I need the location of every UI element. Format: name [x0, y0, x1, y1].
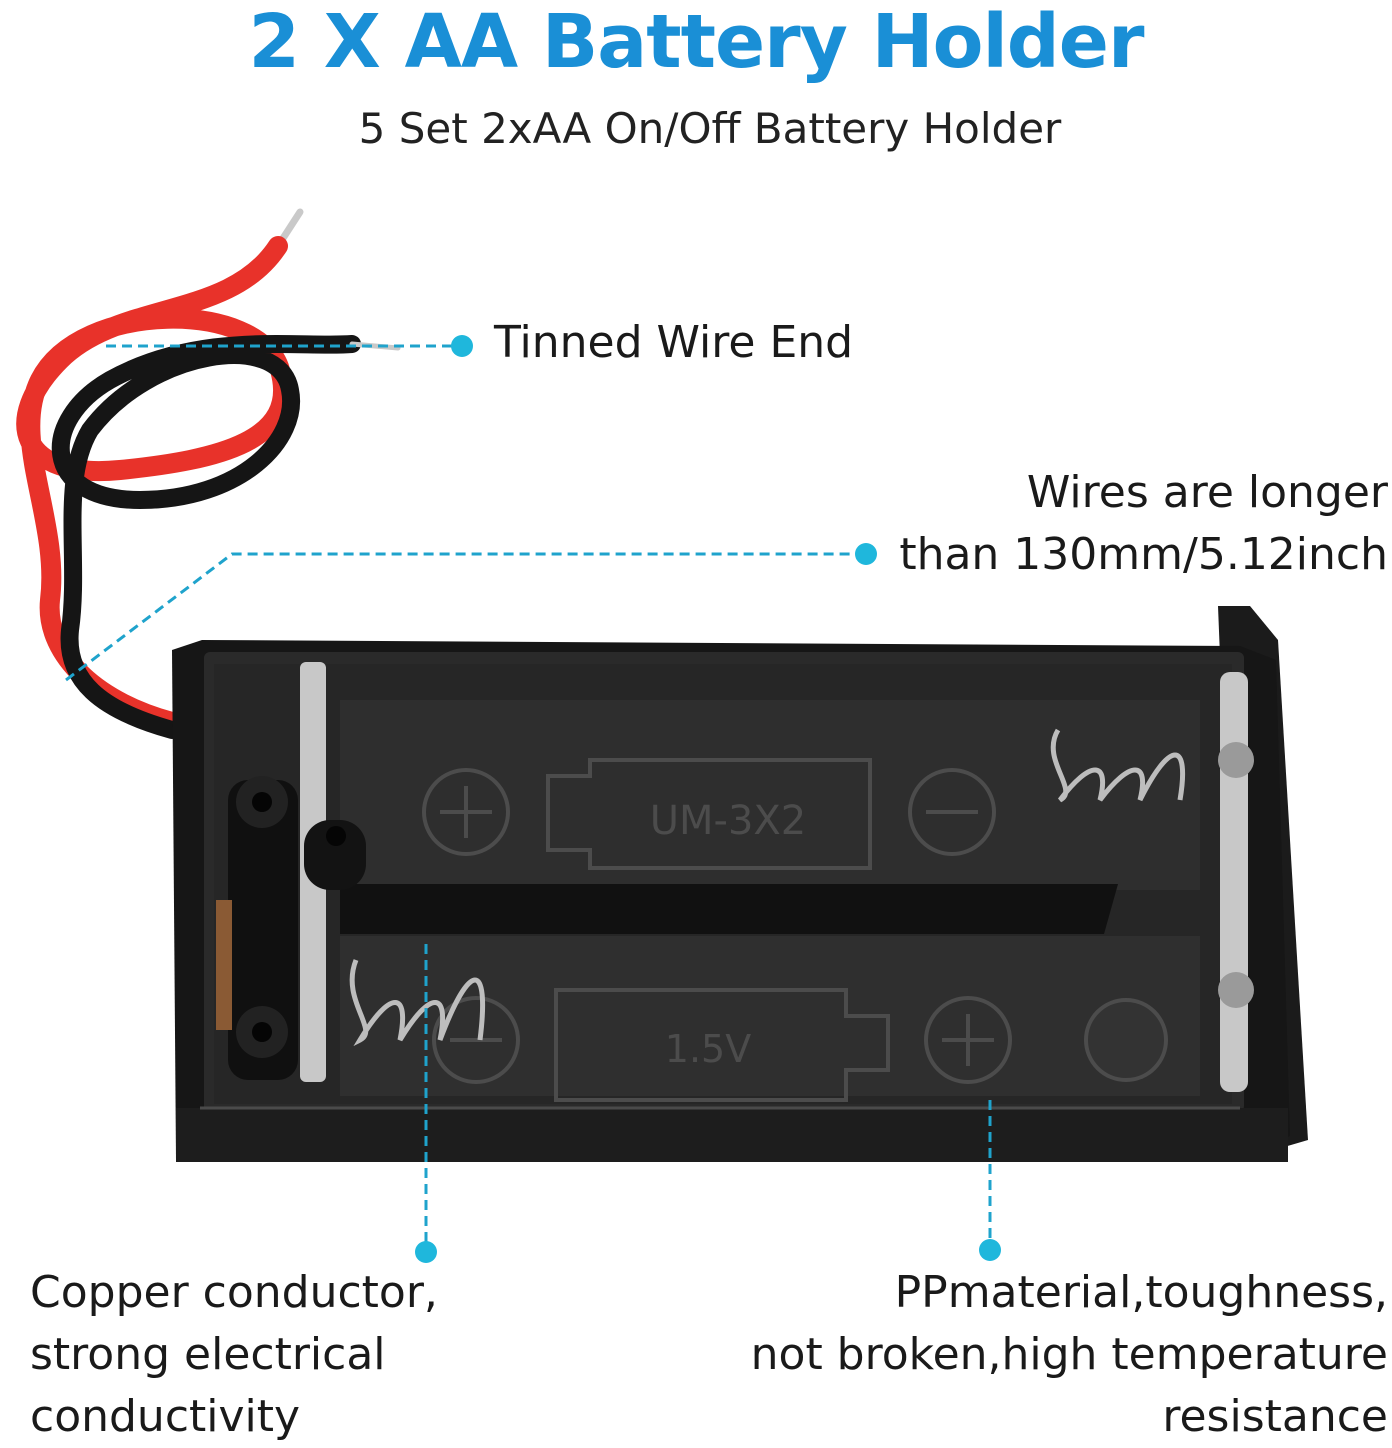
model-marking: UM-3X2: [650, 798, 807, 844]
callout-line: Copper conductor,: [30, 1267, 438, 1318]
plus-symbol-top: [422, 768, 510, 856]
callout-line: PPmaterial,toughness,: [894, 1267, 1388, 1318]
minus-symbol-bottom: [432, 996, 520, 1084]
on-off-switch: [216, 776, 366, 1080]
callout-pp-material: PPmaterial,toughness, not broken,high te…: [751, 1262, 1388, 1448]
callout-line: than 130mm/5.12inch: [899, 529, 1388, 580]
page-title: 2 X AA Battery Holder: [248, 0, 1145, 85]
embossed-markings: [422, 758, 1168, 1102]
callout-line: not broken,high temperature: [750, 1329, 1388, 1380]
callout-line: Tinned Wire End: [494, 317, 854, 368]
page-subtitle: 5 Set 2xAA On/Off Battery Holder: [358, 104, 1062, 153]
voltage-marking: 1.5V: [665, 1027, 751, 1071]
plus-symbol-bottom: [924, 996, 1012, 1084]
callout-tinned-wire: Tinned Wire End: [494, 313, 853, 373]
springs: [349, 728, 1186, 1047]
callout-line: resistance: [1162, 1391, 1388, 1442]
minus-symbol-top: [908, 768, 996, 856]
callout-line: conductivity: [30, 1391, 301, 1442]
callout-copper-conductor: Copper conductor, strong electrical cond…: [30, 1262, 438, 1448]
callout-line: strong electrical: [30, 1329, 386, 1380]
callout-dots: [415, 335, 1001, 1263]
wire-leads: [16, 208, 401, 739]
leader-lines: [65, 344, 992, 1248]
callout-line: Wires are longer: [1026, 467, 1388, 518]
callout-wire-length: Wires are longer than 130mm/5.12inch: [899, 462, 1388, 586]
